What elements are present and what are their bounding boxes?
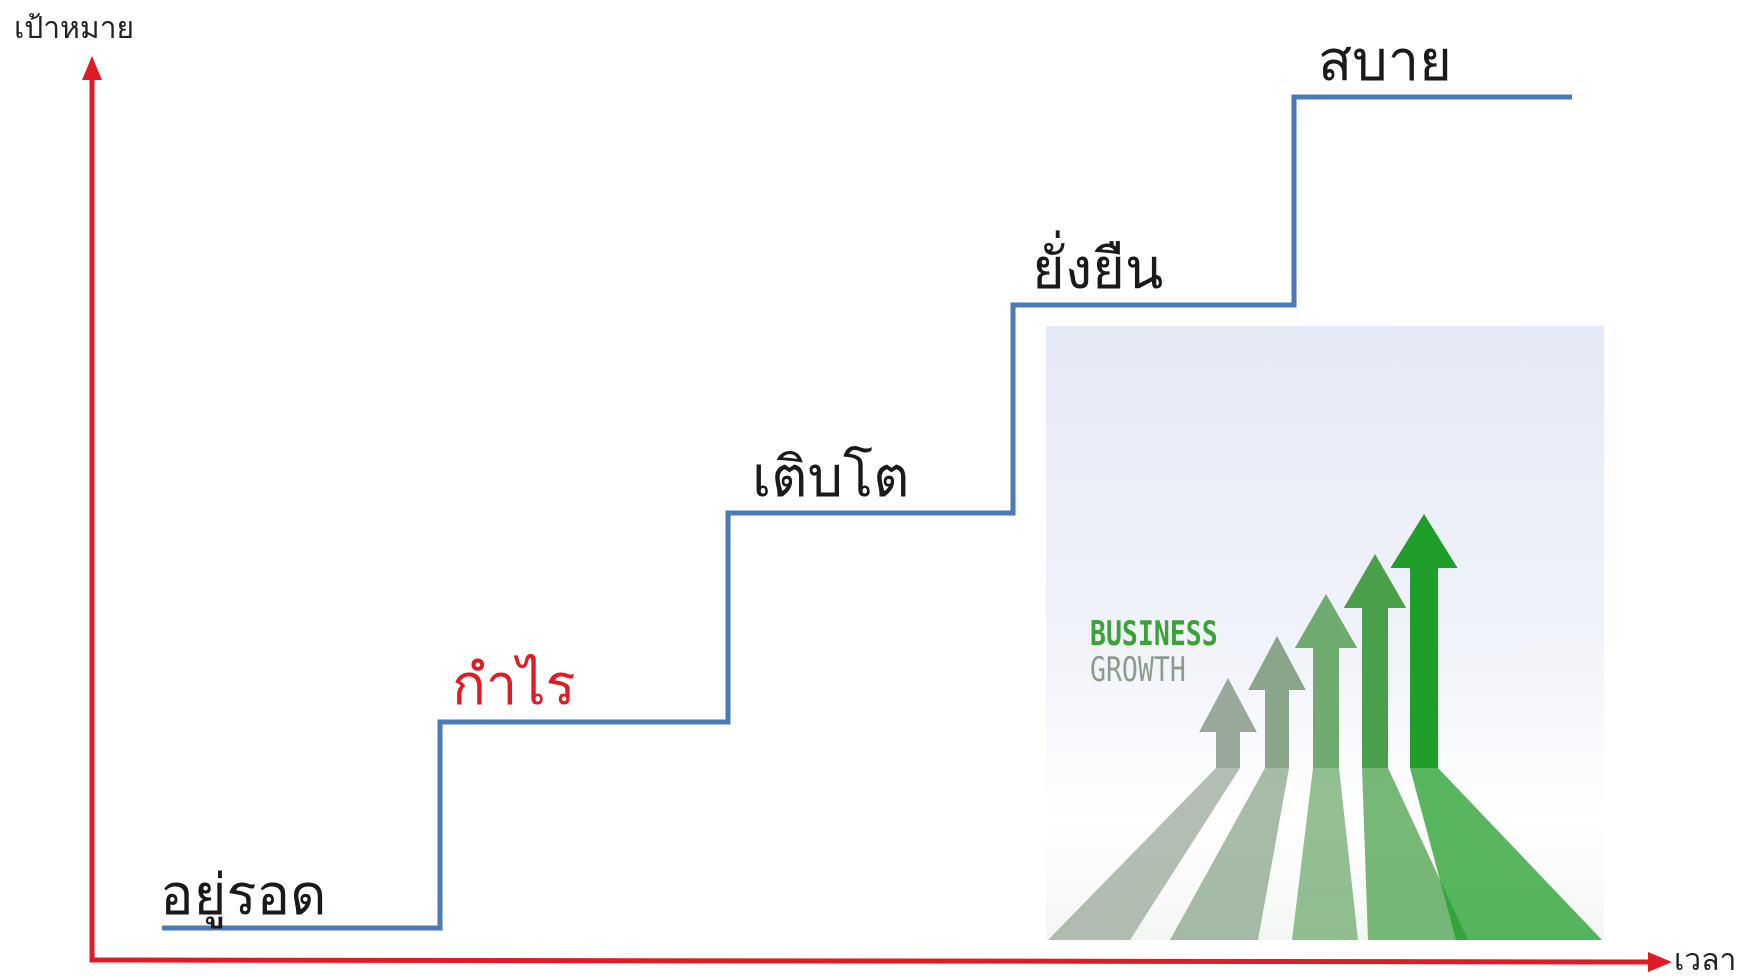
growth-arrow-trail bbox=[1292, 768, 1358, 940]
growth-arrow-trail bbox=[1362, 768, 1468, 940]
growth-arrow-trail bbox=[1410, 768, 1602, 940]
illustration-title-business: BUSINESS bbox=[1090, 614, 1218, 654]
growth-arrow-icon bbox=[1343, 554, 1407, 608]
growth-staircase-line bbox=[162, 94, 1572, 931]
growth-arrow-shaft bbox=[1410, 566, 1438, 768]
x-axis-arrowhead bbox=[1648, 952, 1672, 972]
y-axis-label: เป้าหมาย bbox=[14, 11, 135, 46]
x-axis-label: เวลา bbox=[1674, 943, 1737, 978]
growth-arrow-icon bbox=[1294, 594, 1358, 648]
axes bbox=[82, 56, 1672, 972]
growth-arrow-trail bbox=[1048, 768, 1240, 940]
growth-arrow-shaft bbox=[1265, 688, 1289, 768]
step-label-comfort: สบาย bbox=[1318, 29, 1452, 94]
growth-arrow-shaft bbox=[1362, 606, 1388, 768]
growth-arrow-trail bbox=[1170, 768, 1289, 940]
x-axis bbox=[89, 957, 1653, 965]
step-label-sustain: ยั่งยืน bbox=[1032, 237, 1164, 302]
growth-arrow-icon bbox=[1390, 514, 1458, 568]
step-label-grow: เติบโต bbox=[752, 445, 910, 510]
growth-arrow-icon bbox=[1199, 678, 1257, 732]
illustration-title-growth: GROWTH bbox=[1090, 650, 1186, 690]
business-growth-illustration bbox=[1046, 326, 1604, 940]
y-axis-arrowhead bbox=[82, 56, 102, 80]
growth-arrow-shaft bbox=[1313, 646, 1339, 768]
growth-arrow-shaft bbox=[1216, 730, 1240, 768]
step-label-profit: กำไร bbox=[452, 653, 576, 718]
growth-arrow-icon bbox=[1248, 636, 1306, 690]
step-label-survive: อยู่รอด bbox=[160, 863, 327, 928]
